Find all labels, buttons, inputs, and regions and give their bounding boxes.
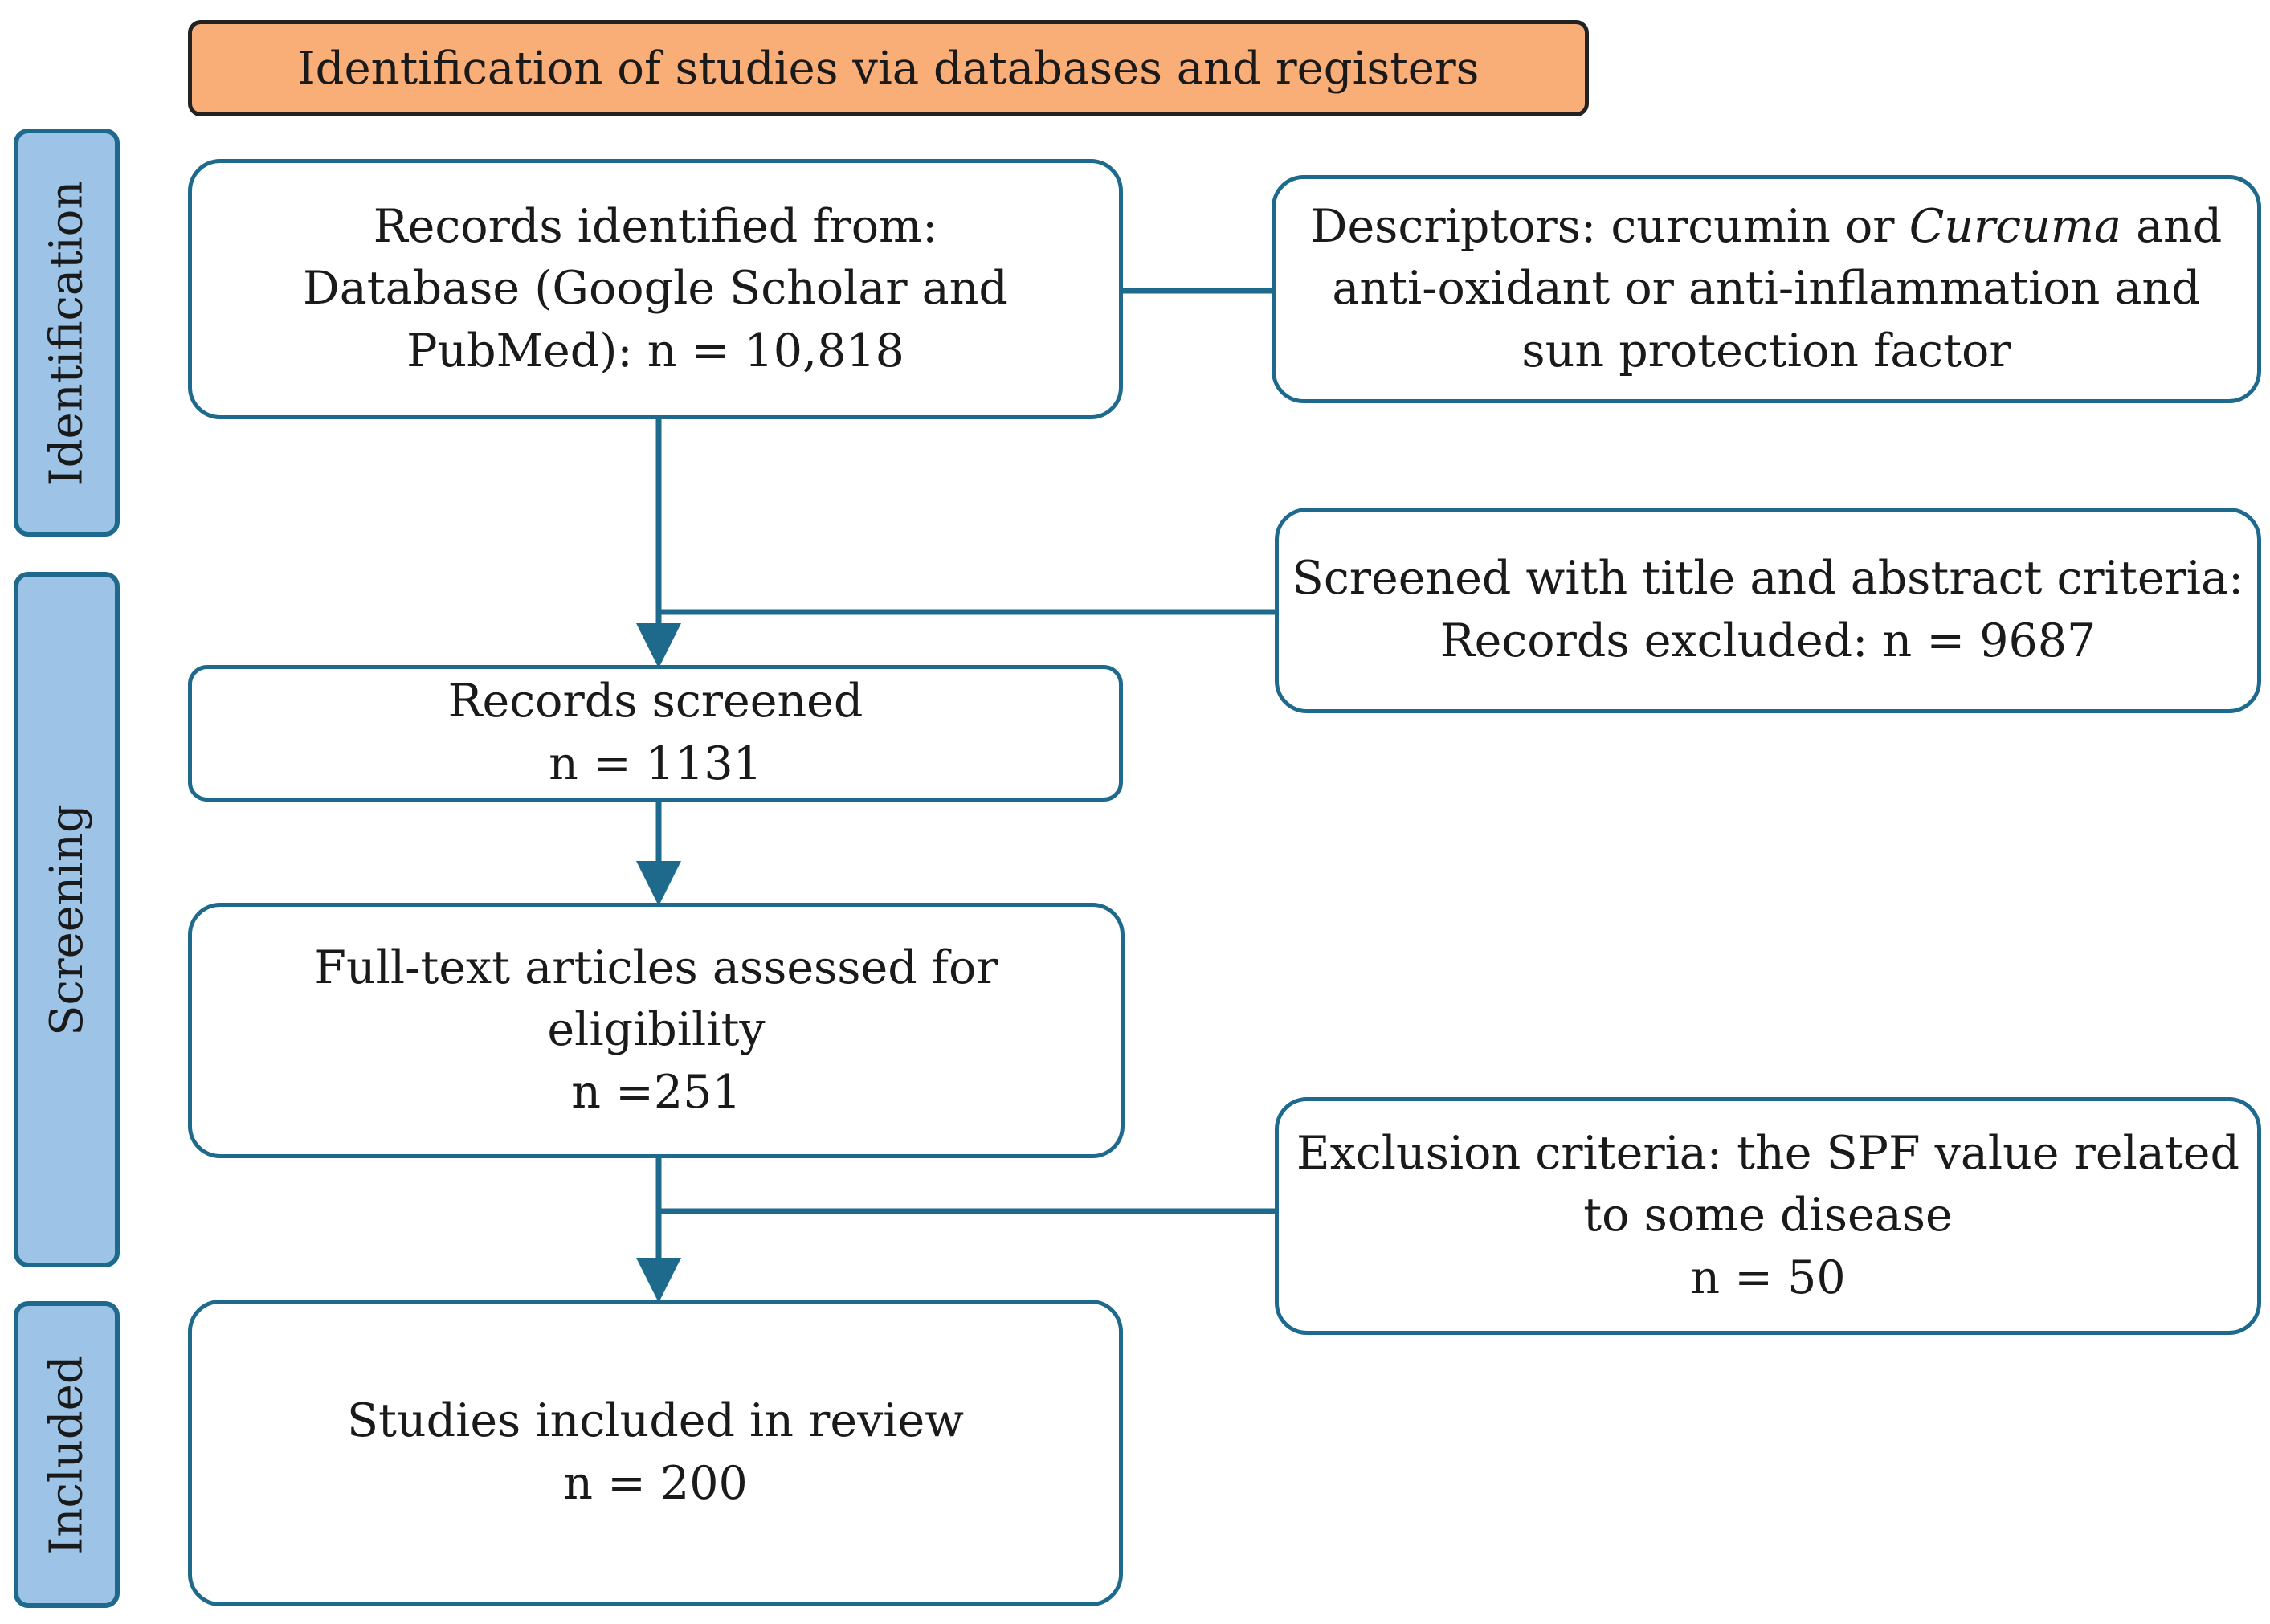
records-screened-line1: Records screened (447, 675, 863, 728)
exclusion-line1: Exclusion criteria: the SPF value relate… (1296, 1126, 2239, 1180)
identification-header: Identification of studies via databases … (188, 20, 1589, 116)
full-text-box: Full-text articles assessed for eligibil… (188, 903, 1125, 1158)
full-text-line3: n =251 (571, 1065, 741, 1119)
title-abstract-exclusion-box: Screened with title and abstract criteri… (1275, 508, 2261, 713)
included-studies-box: Studies included in review n = 200 (188, 1300, 1123, 1606)
descriptors-line1-prefix: Descriptors: curcumin or (1310, 199, 1895, 253)
descriptors-line1-suffix: and (2136, 199, 2223, 253)
exclusion-line2: to some disease (1583, 1189, 1953, 1242)
records-screened-line2: n = 1131 (549, 737, 762, 790)
stage-screening-label: Screening (40, 803, 93, 1036)
records-identified-line1: Records identified from: (373, 199, 938, 253)
title-abstract-line1: Screened with title and abstract criteri… (1292, 552, 2244, 606)
stage-included: Included (14, 1301, 120, 1608)
stage-identification-label: Identification (40, 180, 93, 485)
descriptors-line3: sun protection factor (1521, 324, 2011, 377)
descriptors-box: Descriptors: curcumin or Curcuma and ant… (1272, 175, 2261, 403)
descriptors-line1: Descriptors: curcumin or Curcuma and (1311, 196, 2223, 259)
stage-included-label: Included (40, 1354, 93, 1555)
exclusion-criteria-box: Exclusion criteria: the SPF value relate… (1275, 1097, 2261, 1335)
exclusion-line3: n = 50 (1690, 1251, 1846, 1304)
stage-identification: Identification (14, 129, 120, 537)
header-title: Identification of studies via databases … (297, 42, 1480, 95)
included-line1: Studies included in review (346, 1394, 965, 1448)
full-text-line1: Full-text articles assessed for (314, 941, 998, 994)
full-text-line2: eligibility (547, 1003, 766, 1057)
records-identified-line2: Database (Google Scholar and (303, 262, 1008, 316)
included-line2: n = 200 (563, 1457, 748, 1510)
stage-screening: Screening (14, 572, 120, 1267)
descriptors-line2: anti-oxidant or anti-inflammation and (1332, 262, 2201, 316)
descriptors-line1-italic: Curcuma (1909, 199, 2121, 253)
records-screened-box: Records screened n = 1131 (188, 665, 1123, 802)
title-abstract-line2: Records excluded: n = 9687 (1439, 614, 2096, 667)
records-identified-line3: PubMed): n = 10,818 (406, 324, 904, 377)
records-identified-box: Records identified from: Database (Googl… (188, 159, 1123, 419)
